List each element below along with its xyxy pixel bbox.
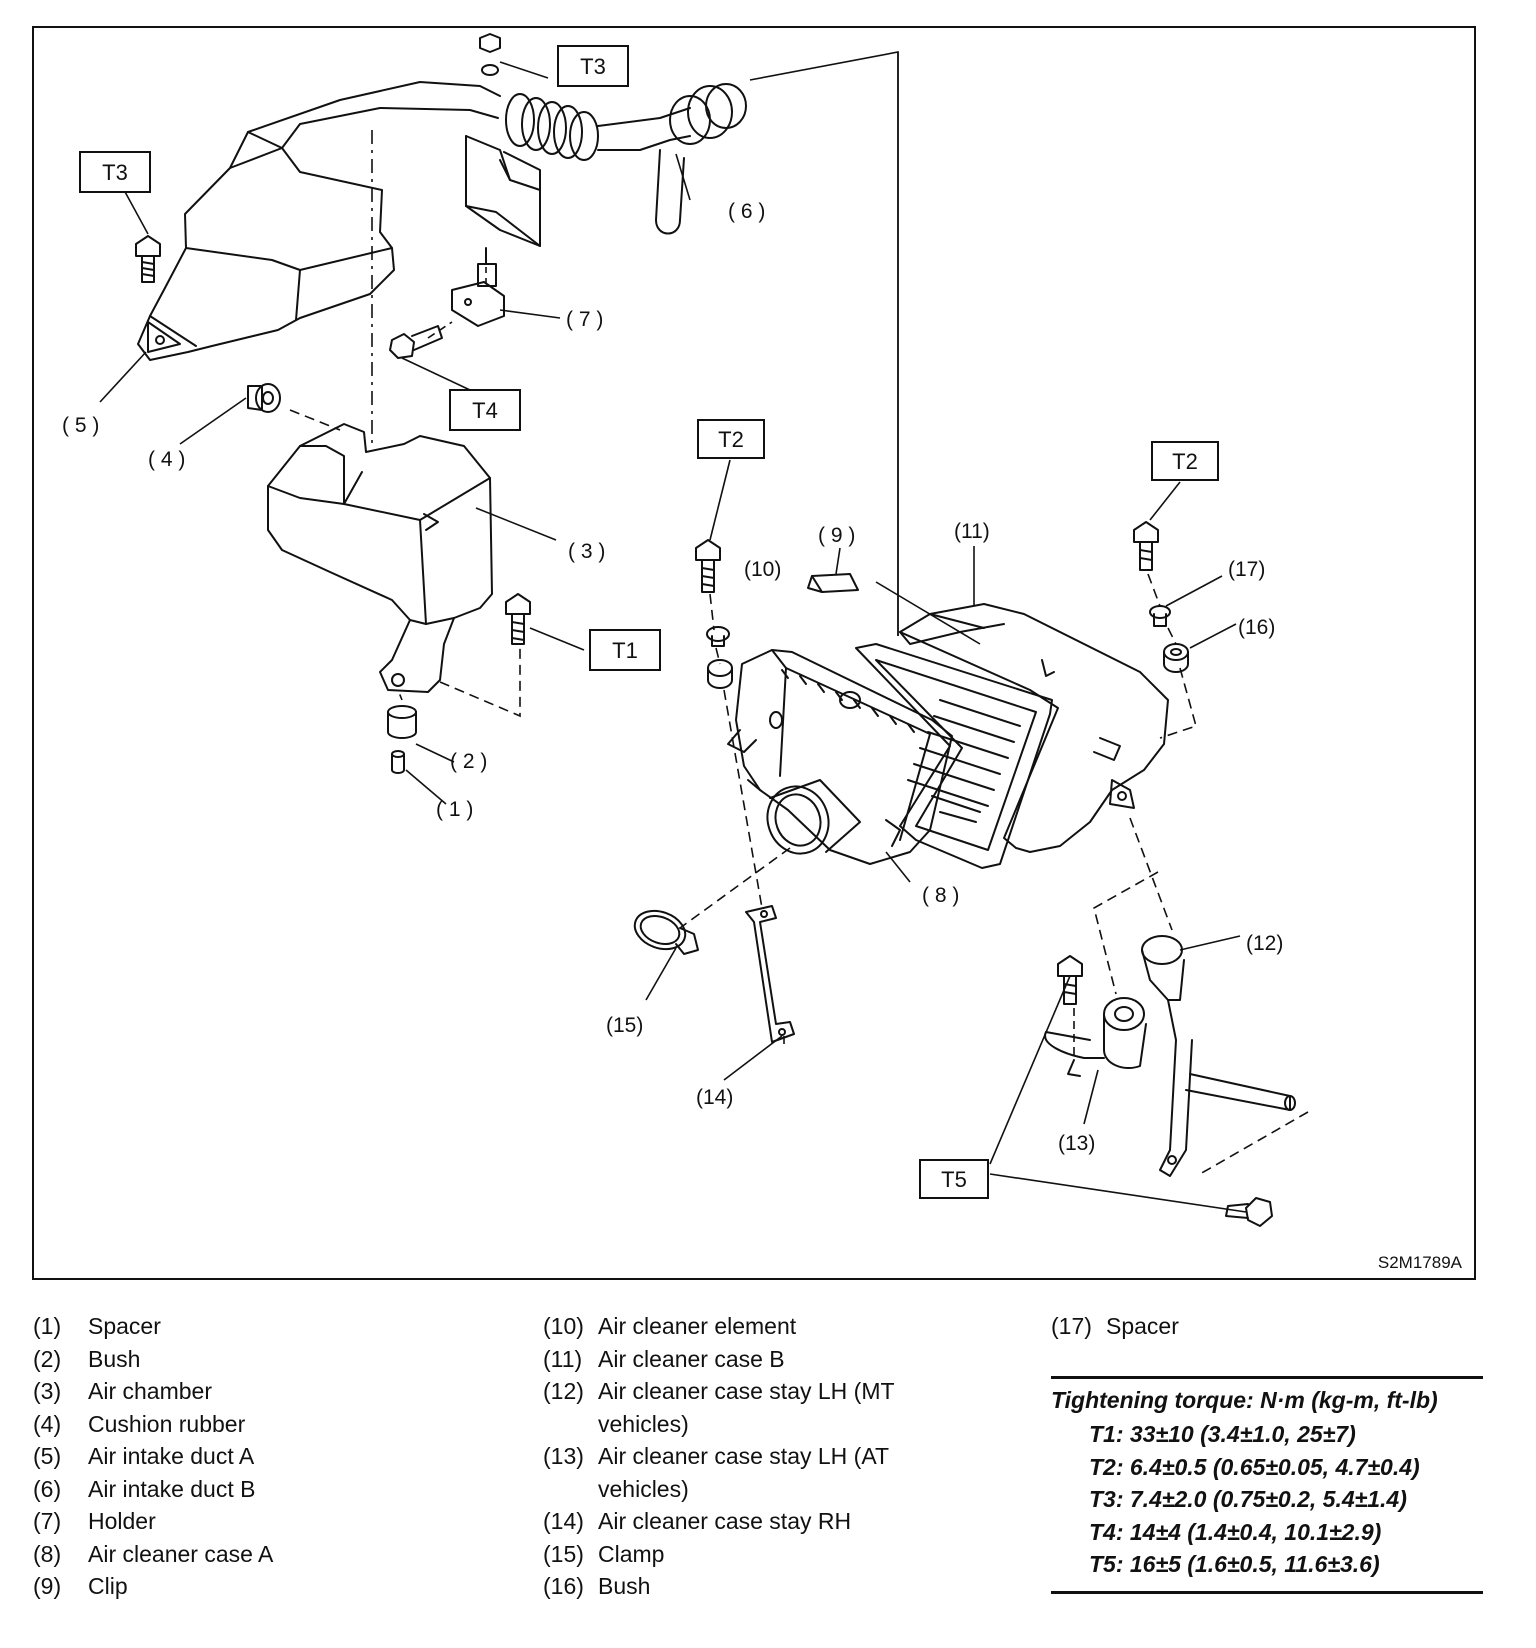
bush-16 — [1163, 643, 1189, 673]
nut-t3-top — [479, 33, 501, 76]
callout-17: (17) — [1228, 558, 1265, 581]
tightening-torque-table: Tightening torque: N·m (kg-m, ft-lb) T1:… — [1051, 1376, 1483, 1594]
air-cleaner-element — [855, 643, 1053, 869]
svg-text:T1: T1 — [612, 638, 638, 663]
bush — [387, 705, 417, 739]
callout-14: (14) — [696, 1086, 733, 1109]
legend-item: (7)Holder — [33, 1508, 156, 1534]
callout-5: ( 5 ) — [62, 414, 99, 437]
spacer — [391, 750, 405, 774]
bolt-t2-left — [695, 539, 721, 593]
legend-item: (15)Clamp — [543, 1540, 665, 1567]
air-cleaner-case-a — [727, 649, 953, 865]
legend-item: (10)Air cleaner element — [543, 1313, 797, 1339]
bolt-t2-right — [1133, 521, 1159, 571]
legend-item: (13)Air cleaner case stay LH (AT vehicle… — [543, 1443, 890, 1502]
legend-item: (9)Clip — [33, 1573, 128, 1599]
torque-row-t2: T2: 6.4±0.5 (0.65±0.05, 4.7±0.4) — [1089, 1453, 1420, 1480]
divider — [1051, 1376, 1483, 1379]
callout-2: ( 2 ) — [450, 750, 487, 773]
legend-item: (6)Air intake duct B — [33, 1475, 256, 1502]
legend-item: (17)Spacer — [1051, 1313, 1179, 1339]
diagram-frame — [32, 26, 1476, 1280]
legend-item: (11)Air cleaner case B — [543, 1345, 785, 1372]
bolt-t4 — [389, 325, 443, 359]
torque-row-t5: T5: 16±5 (1.6±0.5, 11.6±3.6) — [1089, 1551, 1380, 1577]
callout-3: ( 3 ) — [568, 540, 605, 563]
torque-tags: T3 T3 T4 T1 T2 T2 T5 — [79, 45, 1219, 1199]
air-cleaner-case-stay-lh-mt — [1141, 935, 1296, 1177]
bolt-t3-left — [135, 235, 161, 283]
legend-item: (12)Air cleaner case stay LH (MT vehicle… — [543, 1378, 895, 1437]
bolt-t5-lower — [1225, 1197, 1273, 1227]
tag-t3-left: T3 — [79, 151, 151, 193]
tag-t4: T4 — [449, 389, 521, 431]
torque-row-t4: T4: 14±4 (1.4±0.4, 10.1±2.9) — [1089, 1518, 1382, 1545]
legend-item: (5)Air intake duct A — [33, 1443, 255, 1469]
callout-8: ( 8 ) — [922, 884, 959, 907]
callout-1: ( 1 ) — [436, 798, 473, 821]
tag-t1: T1 — [589, 629, 661, 671]
legend-column-1: (1)Spacer (2)Bush (3)Air chamber (4)Cush… — [33, 1310, 513, 1603]
callout-13: (13) — [1058, 1132, 1095, 1155]
torque-row-t1: T1: 33±10 (3.4±1.0, 25±7) — [1089, 1421, 1356, 1447]
callout-15: (15) — [606, 1014, 643, 1037]
tag-t2-right: T2 — [1151, 441, 1219, 481]
air-cleaner-case-stay-lh-at — [1044, 997, 1147, 1077]
svg-text:T2: T2 — [1172, 449, 1198, 474]
tag-t3-top: T3 — [557, 45, 629, 87]
callout-16: (16) — [1238, 616, 1275, 639]
exploded-view-diagram: T3 T3 T4 T1 T2 T2 T5 ( 1 ) ( 2 ) ( — [62, 33, 1463, 1272]
callout-11: (11) — [954, 520, 990, 543]
svg-text:T5: T5 — [941, 1167, 967, 1192]
spacer-17 — [1149, 605, 1171, 627]
air-chamber — [267, 423, 493, 693]
air-intake-duct-b — [465, 83, 747, 247]
callout-7: ( 7 ) — [566, 308, 603, 331]
legend-item: (14)Air cleaner case stay RH — [543, 1508, 852, 1534]
legend-column-3: (17)Spacer — [1051, 1310, 1491, 1343]
air-intake-duct-a — [137, 81, 501, 361]
legend-item: (1)Spacer — [33, 1313, 161, 1339]
svg-text:T3: T3 — [580, 54, 606, 79]
air-cleaner-case-b — [899, 603, 1169, 853]
legend-item: (16)Bush — [543, 1573, 651, 1599]
holder — [451, 247, 505, 327]
air-cleaner-case-stay-rh — [745, 905, 795, 1043]
callout-10: (10) — [744, 558, 781, 581]
tag-t2-left: T2 — [697, 419, 765, 459]
callouts: ( 1 ) ( 2 ) ( 3 ) ( 4 ) ( 5 ) ( 6 ) ( 7 … — [62, 200, 1283, 1155]
svg-text:T3: T3 — [102, 160, 128, 185]
callout-12: (12) — [1246, 932, 1283, 955]
callout-9: ( 9 ) — [818, 524, 855, 547]
washers-left — [706, 626, 733, 689]
legend-item: (4)Cushion rubber — [33, 1410, 246, 1437]
bolt-t1 — [505, 593, 531, 645]
clamp — [633, 909, 699, 955]
legend-item: (8)Air cleaner case A — [33, 1540, 274, 1567]
legend-item: (3)Air chamber — [33, 1378, 212, 1404]
divider — [1051, 1590, 1483, 1594]
legend-item: (2)Bush — [33, 1345, 141, 1372]
cushion-rubber — [247, 383, 281, 413]
callout-6: ( 6 ) — [728, 200, 765, 223]
torque-title: Tightening torque: N·m (kg-m, ft-lb) — [1051, 1387, 1438, 1413]
clip — [807, 573, 859, 593]
svg-text:T4: T4 — [472, 398, 498, 423]
torque-row-t3: T3: 7.4±2.0 (0.75±0.2, 5.4±1.4) — [1089, 1486, 1407, 1512]
svg-text:T2: T2 — [718, 427, 744, 452]
legend-column-2: (10)Air cleaner element (11)Air cleaner … — [543, 1310, 1023, 1603]
tag-t5: T5 — [919, 1159, 989, 1199]
callout-4: ( 4 ) — [148, 448, 185, 471]
figure-code: S2M1789A — [1378, 1253, 1463, 1272]
